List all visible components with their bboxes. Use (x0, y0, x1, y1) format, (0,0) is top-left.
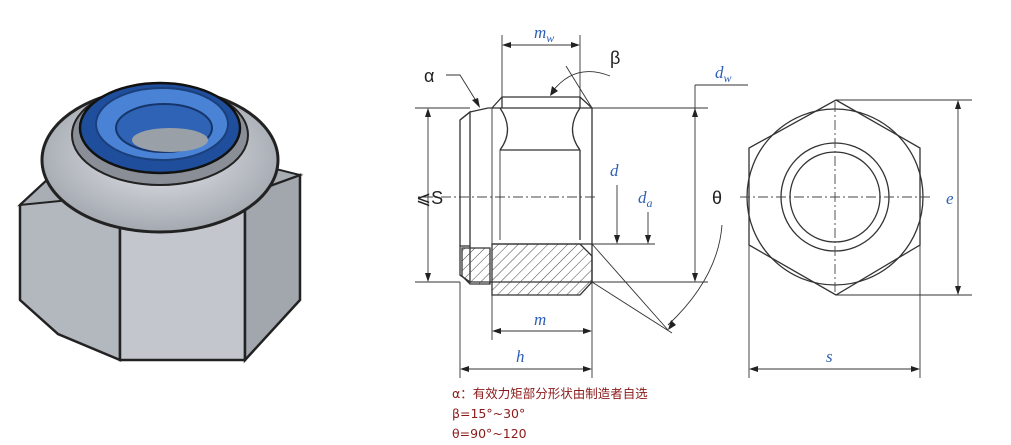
label-h: h (516, 347, 525, 366)
thread-hole-shadow (132, 128, 208, 152)
label-beta: β (610, 48, 620, 68)
label-dw: dw (715, 63, 732, 85)
label-mw: mw (534, 23, 554, 45)
label-s-vertical: ⩽S (416, 188, 443, 208)
hex-outline (748, 99, 921, 296)
label-d: d (610, 161, 619, 180)
note-beta: β=15°~30° (452, 406, 525, 421)
label-s: s (826, 347, 833, 366)
label-m: m (534, 310, 546, 329)
label-e: e (946, 189, 954, 208)
label-alpha: α (424, 66, 434, 86)
note-theta: θ=90°~120 (452, 426, 527, 441)
hatched-section (491, 243, 593, 296)
top-view (740, 99, 972, 378)
label-da: da (638, 188, 653, 210)
label-theta: θ (712, 188, 722, 208)
nylon-ring-section (461, 247, 491, 285)
nylon-lock-nut-illustration (17, 81, 304, 364)
section-view (415, 35, 748, 378)
note-alpha: α：有效力矩部分形状由制造者自选 (452, 386, 648, 401)
